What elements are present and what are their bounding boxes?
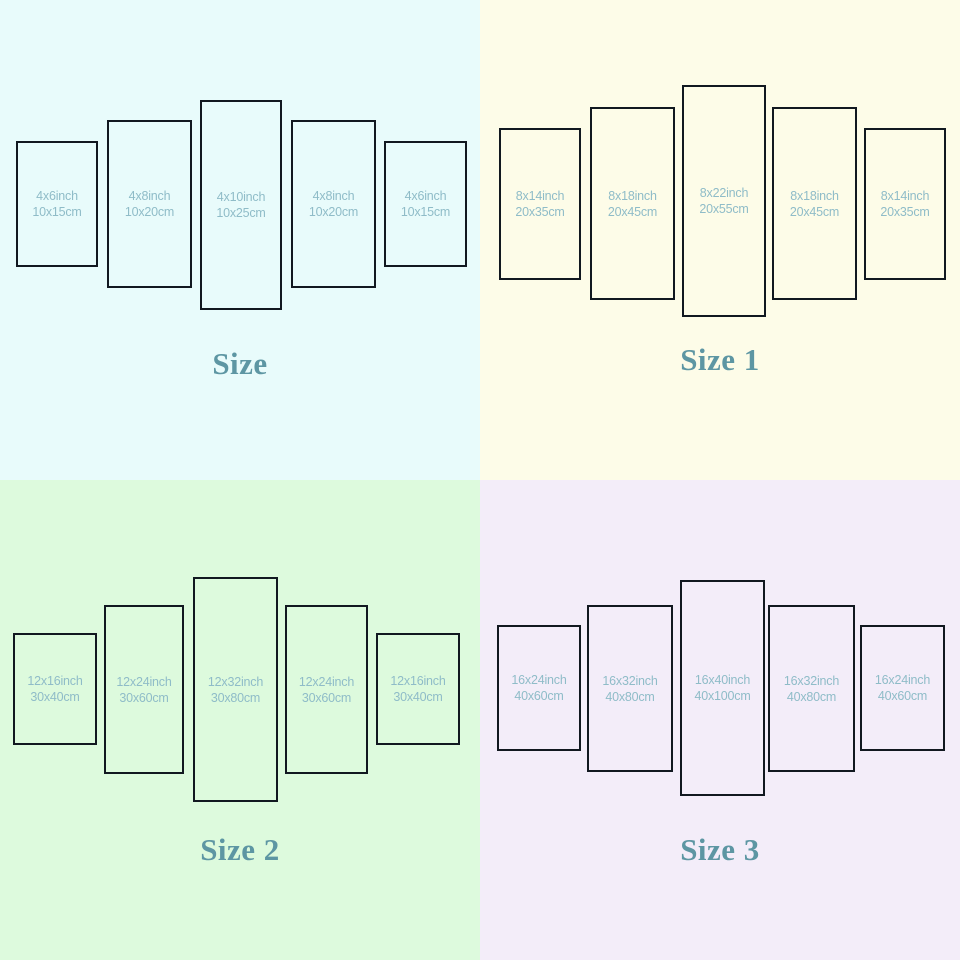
panel-size-cm: 40x80cm — [605, 689, 655, 704]
panel-size-cm: 30x60cm — [119, 690, 169, 705]
panel-size-inch: 4x8inch — [312, 189, 355, 203]
panel-size-cm: 10x15cm — [400, 205, 451, 219]
panel-size-cm: 20x45cm — [607, 204, 658, 219]
panel-size-cm: 20x55cm — [699, 202, 749, 216]
panel-size-cm: 30x40cm — [30, 690, 80, 704]
canvas-panel: 16x24inch 40x60cm — [860, 625, 945, 751]
panel-size-label: 12x16inch 30x40cm — [27, 673, 82, 705]
panel-size-inch: 12x32inch — [207, 674, 264, 689]
panel-size-inch: 16x24inch — [511, 673, 567, 687]
panel-size-inch: 8x14inch — [880, 189, 930, 203]
panel-size-cm: 40x60cm — [514, 689, 564, 703]
panel-size-cm: 10x15cm — [32, 205, 82, 219]
panel-size-inch: 8x14inch — [515, 189, 565, 203]
canvas-panel: 4x8inch 10x20cm — [107, 120, 192, 288]
panel-size-inch: 12x16inch — [390, 674, 446, 688]
panel-size-label: 8x14inch 20x35cm — [880, 188, 930, 220]
panel-size-cm: 10x20cm — [124, 205, 175, 219]
quadrant-title-size-1: Size 1 — [680, 342, 760, 377]
canvas-panel: 4x8inch 10x20cm — [291, 120, 376, 288]
panel-size-label: 4x6inch 10x15cm — [400, 188, 451, 220]
panel-size-inch: 12x24inch — [298, 674, 355, 689]
canvas-panel: 8x14inch 20x35cm — [864, 128, 946, 280]
panel-size-cm: 10x25cm — [216, 206, 266, 220]
quadrant-title-size-3: Size 3 — [680, 832, 760, 867]
panel-size-inch: 8x18inch — [608, 188, 657, 203]
panel-size-cm: 30x80cm — [210, 690, 261, 705]
panel-size-label: 12x16inch 30x40cm — [390, 673, 445, 705]
panel-size-cm: 40x60cm — [877, 689, 928, 703]
canvas-panel: 8x22inch 20x55cm — [682, 85, 766, 317]
panel-size-label: 4x8inch 10x20cm — [308, 188, 359, 220]
canvas-panel: 8x14inch 20x35cm — [499, 128, 581, 280]
panel-size-label: 16x24inch 40x60cm — [875, 672, 930, 704]
canvas-panel: 12x16inch 30x40cm — [13, 633, 97, 745]
panel-size-inch: 12x24inch — [116, 674, 172, 689]
quadrant-title-size: Size — [212, 346, 268, 381]
panel-size-label: 4x10inch 10x25cm — [216, 189, 266, 221]
quadrant-title-size-2: Size 2 — [200, 832, 280, 867]
panel-size-cm: 40x100cm — [694, 689, 751, 703]
panel-size-inch: 16x32inch — [783, 673, 840, 688]
canvas-panel: 4x10inch 10x25cm — [200, 100, 282, 310]
quadrant-size: 4x6inch 10x15cm 4x8inch 10x20cm 4x10inch 10x2… — [0, 0, 480, 480]
panel-size-label: 16x40inch 40x100cm — [694, 672, 750, 704]
panel-size-inch: 4x8inch — [128, 189, 171, 203]
panel-size-inch: 4x6inch — [36, 189, 78, 203]
panel-size-cm: 30x40cm — [393, 690, 443, 704]
panel-size-label: 4x8inch 10x20cm — [124, 188, 175, 220]
panel-size-inch: 16x40inch — [694, 673, 751, 687]
panel-size-label: 4x6inch 10x15cm — [32, 188, 82, 220]
canvas-panel: 4x6inch 10x15cm — [16, 141, 98, 267]
canvas-panel: 4x6inch 10x15cm — [384, 141, 467, 267]
panel-size-label: 8x14inch 20x35cm — [515, 188, 565, 220]
panel-group-size: 4x6inch 10x15cm 4x8inch 10x20cm 4x10inch 10x2… — [0, 0, 480, 480]
panel-size-inch: 4x10inch — [216, 190, 266, 204]
panel-size-cm: 10x20cm — [308, 205, 359, 219]
panel-size-label: 8x22inch 20x55cm — [699, 185, 749, 217]
panel-size-inch: 4x6inch — [404, 189, 447, 203]
panel-size-inch: 8x22inch — [699, 186, 749, 200]
canvas-panel: 16x40inch 40x100cm — [680, 580, 765, 796]
panel-size-cm: 30x60cm — [301, 690, 352, 705]
panel-size-cm: 20x35cm — [515, 205, 565, 219]
panel-size-inch: 16x32inch — [602, 673, 658, 688]
panel-size-label: 16x24inch 40x60cm — [511, 672, 566, 704]
canvas-panel: 12x16inch 30x40cm — [376, 633, 460, 745]
panel-size-cm: 40x80cm — [786, 689, 837, 704]
panel-size-inch: 8x18inch — [790, 188, 839, 203]
panel-size-cm: 20x35cm — [880, 205, 930, 219]
panel-size-inch: 16x24inch — [874, 673, 931, 687]
panel-size-inch: 12x16inch — [27, 674, 83, 688]
canvas-panel: 16x24inch 40x60cm — [497, 625, 581, 751]
panel-size-cm: 20x45cm — [789, 204, 840, 219]
